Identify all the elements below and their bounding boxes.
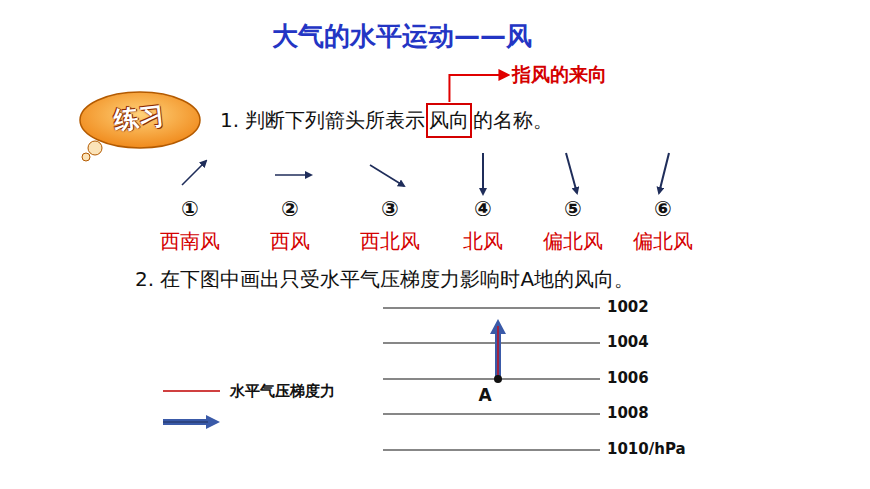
note-text: 指风的来向 <box>512 64 607 86</box>
highlight-box: 风向 <box>426 103 472 138</box>
answer-text: 西南风 <box>160 230 220 253</box>
highlight-word: 风向 <box>429 109 469 132</box>
exercise-badge: 练习 <box>82 94 198 146</box>
isobar-value: 1002 <box>607 299 649 316</box>
isobar-value: 1006 <box>607 370 649 387</box>
isobar-value: 1008 <box>607 405 649 422</box>
legend-text: 水平气压梯度力 <box>230 383 335 400</box>
isobar-value: 1010/hPa <box>607 441 686 458</box>
question-text: 1. 判断下列箭头所表示 <box>220 109 425 132</box>
question-text: 2. 在下图中画出只受水平气压梯度力影响时A地的风向。 <box>135 268 634 291</box>
callout-number: ① <box>181 197 199 221</box>
isobar-lines <box>383 308 600 450</box>
callout-number: ④ <box>474 197 492 221</box>
force-arrow <box>490 319 506 383</box>
callout-number: ⑤ <box>564 197 582 221</box>
answer-text: 北风 <box>463 230 503 253</box>
legend-red-line <box>163 390 220 391</box>
answer-text: 偏北风 <box>633 230 693 253</box>
answer-text: 西北风 <box>360 230 420 253</box>
question-text: 的名称。 <box>473 109 553 132</box>
answer-text: 西风 <box>270 230 310 253</box>
legend-blue-arrow <box>163 415 220 429</box>
callout-number: ③ <box>381 197 399 221</box>
callout-number: ⑥ <box>654 197 672 221</box>
point-label: A <box>478 386 491 406</box>
answer-text: 偏北风 <box>543 230 603 253</box>
isobar-value: 1004 <box>607 334 649 351</box>
slide-title: 大气的水平运动——风 <box>272 22 532 52</box>
badge-text: 练习 <box>112 101 165 135</box>
exercise-badge <box>80 92 200 161</box>
leader-line <box>449 75 508 102</box>
wind-arrows <box>182 153 669 194</box>
callout-number: ② <box>281 197 299 221</box>
